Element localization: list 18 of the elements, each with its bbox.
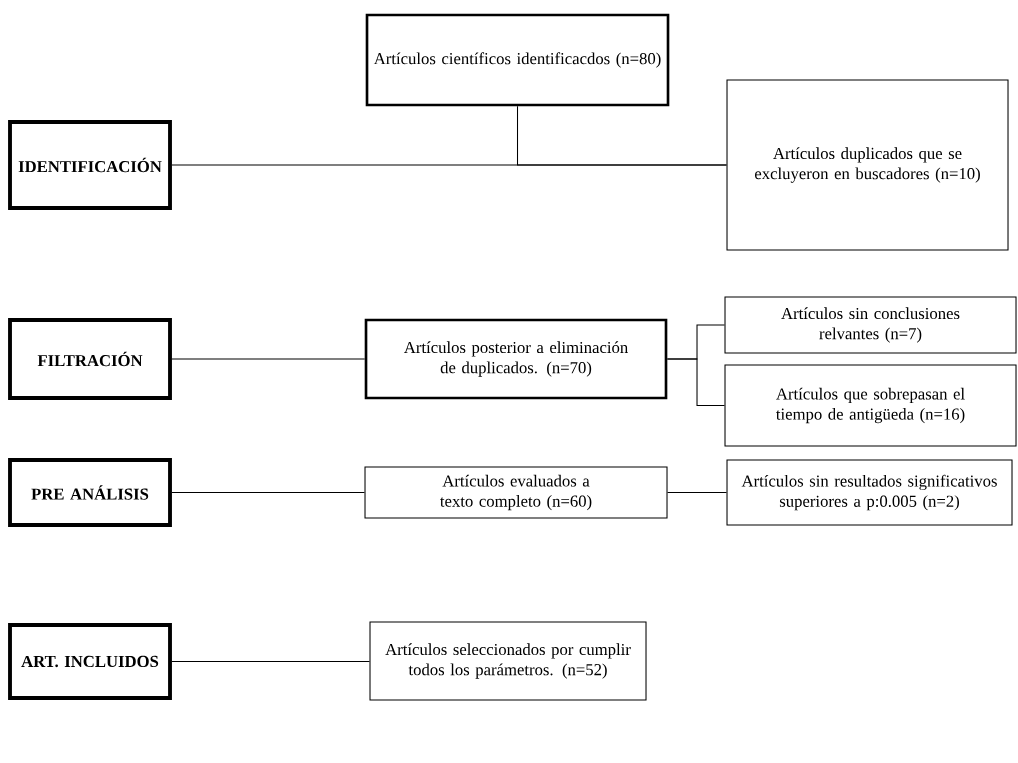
exclusion-box: Artículos duplicados que se excluyeron en buscadores (n=10) (726, 79, 1009, 251)
process-box: Artículos evaluados a texto completo (n=60) (364, 466, 668, 519)
connector-line (667, 492, 727, 494)
stage-box: PRE ANÁLISIS (8, 458, 172, 527)
process-box: Artículos seleccionados por cumplir todos los parámetros. (n=52) (369, 621, 647, 701)
exclusion-box: Artículos sin resultados significativos superiores a p:0.005 (n=2) (726, 459, 1013, 526)
stage-box: IDENTIFICACIÓN (8, 120, 172, 210)
exclusion-box: Artículos sin conclusiones relvantes (n=7) (724, 296, 1017, 354)
connector-line (517, 105, 727, 166)
stage-box: FILTRACIÓN (8, 318, 172, 400)
connector-line (666, 358, 725, 407)
connector-line (171, 661, 370, 663)
process-box: Artículos posterior a eliminación de duplicados. (n=70) (364, 318, 668, 400)
stage-box: ART. INCLUIDOS (8, 623, 172, 700)
exclusion-box: Artículos que sobrepasan el tiempo de antigüeda (n=16) (724, 364, 1017, 447)
process-box: Artículos científicos identificacdos (n=80) (365, 13, 670, 107)
connector-line (171, 492, 365, 494)
connector-line (171, 358, 366, 360)
